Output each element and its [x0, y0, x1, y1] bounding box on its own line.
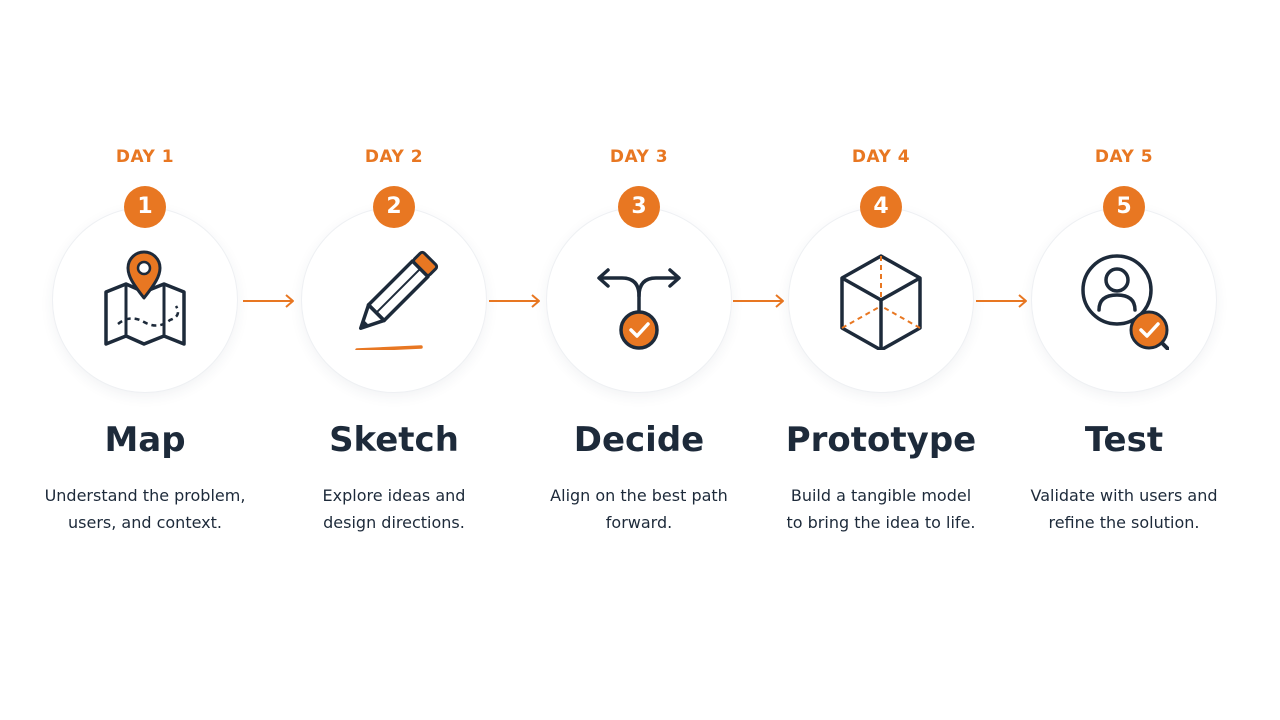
pencil-icon	[355, 250, 439, 350]
day-label: DAY 4	[851, 147, 911, 167]
step-number-badge: 2	[373, 186, 415, 228]
arrow-right-icon	[976, 294, 1027, 308]
step-circle	[1032, 208, 1216, 392]
day-label: DAY 3	[609, 147, 669, 167]
arrow-right-icon	[243, 294, 294, 308]
step-sketch: DAY 2 2 Sketch Explore ideas and design …	[274, 0, 514, 720]
decision-branch-icon	[597, 268, 681, 350]
step-description: Explore ideas and design directions.	[264, 482, 524, 536]
user-search-check-icon	[1081, 254, 1169, 350]
arrow-right-icon	[733, 294, 784, 308]
description-line: design directions.	[323, 513, 465, 532]
step-title: Map	[104, 420, 186, 460]
step-description: Align on the best path forward.	[509, 482, 769, 536]
step-number-badge: 4	[860, 186, 902, 228]
step-title: Sketch	[329, 420, 459, 460]
description-line: Validate with users and	[1030, 486, 1218, 505]
description-line: Build a tangible model	[790, 486, 972, 505]
step-description: Understand the problem, users, and conte…	[15, 482, 275, 536]
step-test: DAY 5 5 Test Validate with users and ref…	[1004, 0, 1244, 720]
description-line: Explore ideas and	[322, 486, 466, 505]
day-label: DAY 2	[364, 147, 424, 167]
step-number-badge: 3	[618, 186, 660, 228]
step-description: Validate with users and refine the solut…	[994, 482, 1254, 536]
step-circle	[302, 208, 486, 392]
description-line: to bring the idea to life.	[786, 513, 976, 532]
day-label: DAY 5	[1094, 147, 1154, 167]
step-map: DAY 1 1 Map Understand the problem, user…	[25, 0, 265, 720]
cube-icon	[840, 254, 922, 350]
arrow-right-icon	[489, 294, 540, 308]
description-line: refine the solution.	[1048, 513, 1200, 532]
description-line: Align on the best path	[550, 486, 728, 505]
step-title: Decide	[573, 420, 705, 460]
step-decide: DAY 3 3 Decide Align on the best path fo…	[519, 0, 759, 720]
description-line: users, and context.	[68, 513, 222, 532]
step-title: Test	[1084, 420, 1164, 460]
step-number-badge: 5	[1103, 186, 1145, 228]
map-pin-icon	[104, 250, 186, 346]
description-line: Understand the problem,	[44, 486, 246, 505]
description-line: forward.	[605, 513, 673, 532]
step-title: Prototype	[785, 420, 977, 460]
step-prototype: DAY 4 4 Prototype Build a tangible model…	[761, 0, 1001, 720]
step-circle	[53, 208, 237, 392]
step-number-badge: 1	[124, 186, 166, 228]
step-description: Build a tangible model to bring the idea…	[751, 482, 1011, 536]
day-label: DAY 1	[115, 147, 175, 167]
